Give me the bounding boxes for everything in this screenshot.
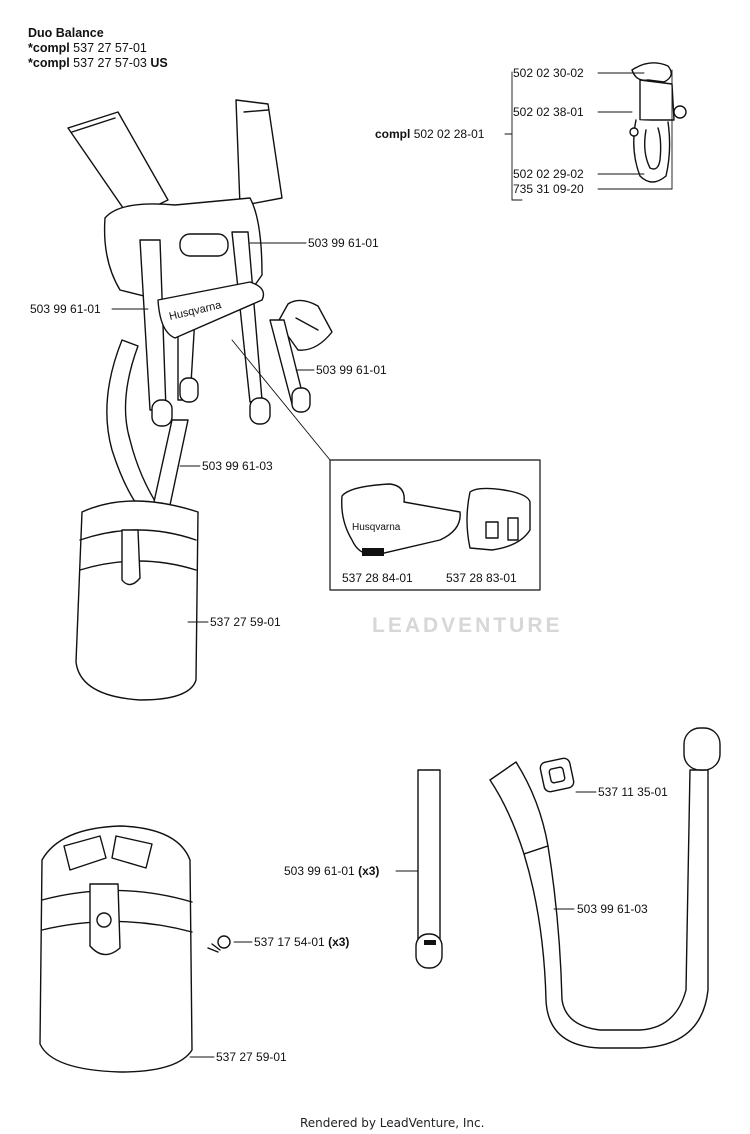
diagram-title: Duo Balance [28, 26, 104, 40]
watermark: LEADVENTURE [372, 614, 563, 637]
strap-left-label[interactable]: 503 99 61-01 [30, 302, 101, 316]
strap-label: 503 99 61-01 (x3) [284, 864, 379, 878]
header-line-1: *compl 537 27 57-01 [28, 41, 147, 56]
screw-number[interactable]: 537 17 54-01 [254, 935, 325, 949]
assembly-label-number[interactable]: 502 02 28-01 [413, 127, 485, 141]
clip-assembly-illustration [629, 62, 687, 183]
strap-long-label[interactable]: 503 99 61-03 [202, 459, 273, 473]
header-line-1-prefix: *compl [28, 41, 70, 55]
long-strap-label[interactable]: 503 99 61-03 [577, 902, 648, 916]
pad-main-label[interactable]: 537 27 59-01 [210, 615, 281, 629]
header-line-2-prefix: *compl [28, 56, 70, 70]
header-line-2-number[interactable]: 537 27 57-03 [73, 56, 147, 70]
upper-leaders [111, 242, 331, 623]
assembly-label: compl 502 02 28-01 [375, 127, 484, 141]
short-strap-illustration [415, 769, 443, 969]
clip-part-2-label[interactable]: 502 02 38-01 [513, 105, 584, 119]
buckle-label[interactable]: 537 11 35-01 [598, 785, 668, 799]
screw-illustration [207, 935, 231, 953]
strap-right-label[interactable]: 503 99 61-01 [308, 236, 379, 250]
lower-pad-illustration [39, 825, 193, 1073]
clip-part-3-label[interactable]: 502 02 29-02 [513, 167, 584, 181]
screw-label: 537 17 54-01 (x3) [254, 935, 349, 949]
inset-parts: Husqvarna [341, 483, 531, 556]
inset-right-label[interactable]: 537 28 83-01 [446, 571, 517, 585]
assembly-label-prefix: compl [375, 127, 411, 141]
strap-qty: (x3) [358, 864, 380, 878]
lower-pad-label[interactable]: 537 27 59-01 [216, 1050, 287, 1064]
inset-left-label[interactable]: 537 28 84-01 [342, 571, 413, 585]
long-strap-illustration [489, 727, 721, 1049]
header-line-2-suffix: US [150, 56, 168, 70]
header-line-1-number[interactable]: 537 27 57-01 [73, 41, 147, 55]
buckle-illustration [539, 757, 575, 793]
svg-text:Husqvarna: Husqvarna [352, 522, 401, 533]
clip-leaders [504, 69, 673, 201]
footer-credit: Rendered by LeadVenture, Inc. [300, 1116, 485, 1130]
lower-leaders [189, 791, 597, 1058]
clip-part-1-label[interactable]: 502 02 30-02 [513, 66, 584, 80]
clip-part-4-label[interactable]: 735 31 09-20 [513, 182, 584, 196]
strap-number[interactable]: 503 99 61-01 [284, 864, 355, 878]
harness-illustration: Husqvarna [67, 99, 333, 701]
strap-lower-right-label[interactable]: 503 99 61-01 [316, 363, 387, 377]
header-line-2: *compl 537 27 57-03 US [28, 56, 168, 71]
screw-qty: (x3) [328, 935, 350, 949]
